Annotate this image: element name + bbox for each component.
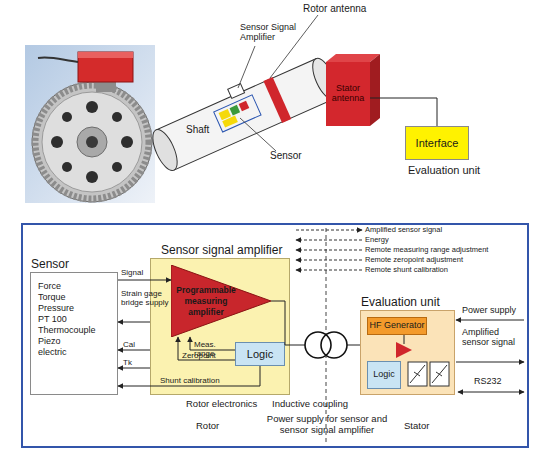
amplifier-box: Sensor signal amplifierProgrammable meas… — [150, 258, 290, 395]
signal-arrow — [296, 250, 362, 251]
interface-box: InterfaceEvaluation unit — [405, 126, 469, 160]
amplifier-label: Programmable measuring amplifier — [175, 285, 237, 318]
amplifier-module — [228, 84, 245, 99]
rotor-antenna-ring — [263, 77, 291, 123]
text-label: Rotor electronics — [186, 399, 257, 410]
box-label: Interface — [406, 127, 468, 159]
coil-fill — [321, 332, 347, 358]
unit-caption: Evaluation unit — [408, 164, 480, 176]
connector-label: Strain gage bridge supply — [121, 289, 169, 307]
box-label: HF Generator — [368, 318, 426, 334]
bolt-hole — [62, 112, 72, 122]
box-heading: Sensor — [31, 257, 69, 271]
bolt-hole — [51, 136, 63, 148]
connector — [370, 98, 437, 126]
rotor-stator-divider — [326, 228, 327, 444]
bolt-hole — [112, 162, 122, 172]
text-label: Remote zeropoint adjustment — [365, 255, 463, 265]
connector — [118, 350, 150, 351]
connector-label: Zeropoint — [182, 351, 232, 360]
signal-arrow — [296, 270, 362, 271]
signal-arrow — [296, 260, 362, 261]
coupling-coil — [321, 332, 347, 358]
hub-bore — [86, 136, 98, 148]
sensor-list: Force Torque Pressure PT 100 Thermocoupl… — [38, 281, 86, 358]
bolt-hole — [62, 162, 72, 172]
diagram-frame — [22, 224, 528, 447]
cable — [38, 57, 78, 62]
connector-label: Signal — [121, 268, 169, 277]
triangle-shape — [171, 265, 271, 337]
leader-line — [238, 46, 255, 88]
stator-box-side — [370, 54, 380, 126]
coupling-coil — [305, 332, 331, 358]
gear-teeth — [35, 85, 149, 199]
text-label: Remote measuring range adjustment — [365, 245, 488, 255]
gear-disk — [42, 92, 142, 192]
logic-box: Logic — [235, 342, 285, 366]
connector-label: Shunt calibration — [160, 376, 250, 385]
text-label: Rotor antenna — [303, 3, 366, 15]
text-label: Sensor — [270, 150, 302, 162]
amplifier-triangle: Programmable measuring amplifier — [171, 265, 271, 337]
connector-label: Cal — [123, 340, 149, 349]
text-label: Remote shunt calibration — [365, 265, 448, 275]
sensor-patch — [230, 105, 241, 116]
evaluation-box: Evaluation unitHF GeneratorLogic — [360, 310, 455, 395]
sensor-patch — [239, 101, 250, 112]
text-label: Energy — [365, 235, 389, 245]
signal-arrow — [296, 230, 362, 231]
sensor-outline — [214, 95, 261, 132]
bolt-hole — [121, 136, 133, 148]
connector — [118, 322, 150, 323]
connector — [290, 345, 360, 346]
bolt-hole — [86, 171, 98, 183]
text-label: Shaft — [186, 124, 209, 136]
text-label: Amplified sensor signal — [462, 327, 517, 348]
sensor-box: SensorForce Torque Pressure PT 100 Therm… — [30, 272, 118, 395]
gear-hub — [77, 127, 107, 157]
input-arrow — [456, 320, 524, 321]
connector-label: Tk — [123, 358, 149, 367]
hf-generator-box: HF Generator — [367, 317, 427, 335]
signal-arrow — [296, 240, 362, 241]
text-label: Sensor Signal Amplifier — [240, 22, 302, 43]
shaft-end — [148, 126, 182, 174]
text-label: Power supply for sensor and sensor signa… — [262, 414, 392, 436]
shaft-body — [156, 59, 334, 170]
bolt-hole — [86, 101, 98, 113]
text-label: RS232 — [474, 376, 502, 386]
leader-line — [240, 118, 276, 151]
text-label: Stator — [404, 421, 429, 432]
text-label: Amplified sensor signal — [365, 225, 442, 235]
connector — [118, 368, 150, 369]
stator-antenna-box: Stator antenna — [326, 62, 370, 126]
box-label: Stator antenna — [326, 62, 370, 126]
gear-rim — [32, 82, 152, 202]
photo-background — [25, 45, 155, 203]
shaft-illustration — [145, 48, 343, 175]
box-label: Logic — [368, 362, 400, 388]
coil-fill — [305, 332, 331, 358]
box-heading: Sensor signal amplifier — [161, 243, 282, 257]
bolt-hole — [112, 112, 122, 122]
sensor-patch — [222, 116, 238, 128]
box-label: Logic — [236, 343, 284, 365]
box-heading: Evaluation unit — [361, 295, 440, 309]
photo-stator-box — [78, 52, 133, 82]
text-label: Inductive coupling — [272, 399, 348, 410]
bidirectional-arrow — [458, 392, 524, 393]
output-arrow — [456, 362, 524, 363]
text-label: Rotor — [196, 421, 219, 432]
logic-box: Logic — [367, 361, 401, 389]
photo-stator-top — [78, 52, 133, 58]
text-label: Power supply — [462, 305, 516, 315]
